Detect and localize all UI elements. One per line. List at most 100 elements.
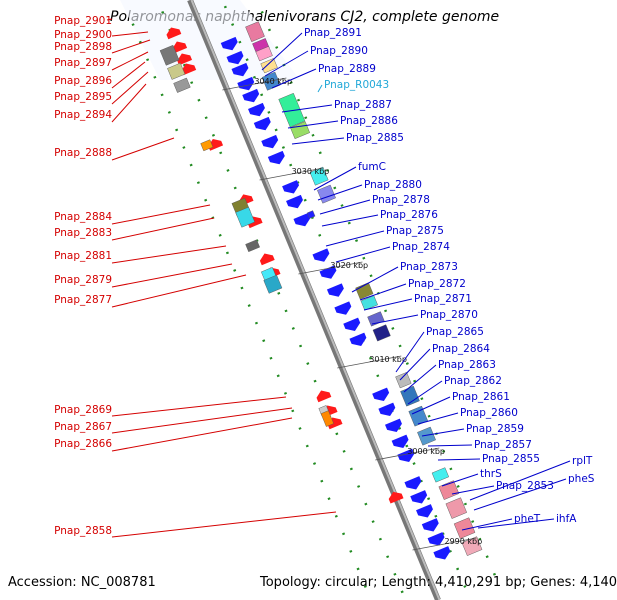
gene-arrow-left [177,53,193,66]
gene-arrow-right [326,283,344,297]
gene-arrow-left [259,253,275,266]
gene-block-left [320,410,334,427]
leader-line-left [111,71,149,105]
kbp-label: 2990 kbp [445,537,483,546]
gene-arrow-right [248,102,265,117]
gene-label-right: Pnap_2865 [426,326,484,338]
gene-arrow-right [261,134,279,149]
gene-label-right: Pnap_2864 [432,343,490,355]
gene-arrow-right [372,387,390,401]
leader-line-right [399,348,431,381]
kbp-tick [259,167,324,181]
gene-arrow-left [388,491,404,504]
kbp-label: 3020 kbp [330,261,368,270]
leader-line-right [271,68,317,89]
leader-line-right [451,485,495,495]
gene-label-left: Pnap_2894 [54,109,112,121]
gene-block-right [372,324,391,342]
leader-line-left [111,217,215,241]
gene-label-left: Pnap_2896 [54,75,112,87]
gene-block-right [431,467,450,483]
gene-block-right [408,405,429,427]
kbp-tick [375,447,440,461]
leader-line-right [261,32,303,71]
gene-label-right: Pnap_2875 [386,225,444,237]
gene-arrow-right [220,36,238,51]
gene-arrow-right [253,116,271,131]
leader-line-right [264,50,309,77]
leader-line-left [111,39,151,54]
gene-arrow-right [349,332,367,346]
gene-block-right [245,21,265,42]
leader-line-left [111,245,227,264]
kbp-label: 3030 kbp [292,167,330,176]
gene-label-right: ihfA [556,513,577,525]
leader-line-right [281,104,333,113]
gene-arrow-right [385,418,402,432]
leader-line-right [317,184,363,201]
leader-line-left [111,31,149,37]
genome-axis-highlight [190,0,441,600]
gene-label-right: Pnap_2886 [340,115,398,127]
gene-label-left: Pnap_2866 [54,438,112,450]
gene-label-right: Pnap_2880 [364,179,422,191]
leader-line-left [111,51,149,71]
gene-block-right [395,372,412,389]
leader-line-left [111,417,293,452]
leader-line-right [317,84,323,93]
leader-line-right [407,380,443,405]
dotted-track-right-outer [255,0,497,577]
kbp-label: 3010 kbp [369,355,407,364]
leader-line-right [321,214,379,227]
gene-block-left [173,77,191,93]
gene-block-right [417,426,436,446]
gene-arrow-right [231,62,249,77]
gene-arrow-right [282,180,300,194]
gene-label-left: Pnap_2898 [54,41,112,53]
leader-line-right [441,473,479,487]
gene-label-right: Pnap_2862 [444,375,502,387]
gene-block-right [306,210,316,219]
gene-arrow-right [391,434,409,448]
genome-summary-text: Topology: circular; Length: 4,410,291 bp… [260,575,617,590]
gene-label-right: Pnap_2874 [392,241,450,253]
gene-label-left: Pnap_2877 [54,294,112,306]
gene-block-right [453,517,476,539]
leader-line-right [421,428,465,437]
gene-arrow-left [172,41,188,54]
gene-label-left: Pnap_2901 [54,15,112,27]
leader-line-right [473,478,567,511]
gene-label-right: Pnap_2887 [334,99,392,111]
gene-label-left: Pnap_2895 [54,91,112,103]
gene-label-left: Pnap_2858 [54,525,112,537]
kbp-label: 3000 kbp [407,447,445,456]
leader-line-left [106,18,113,21]
gene-arrow-right [312,248,330,262]
gene-label-right: thrS [480,468,502,480]
kbp-tick [412,537,477,551]
leader-line-left [111,61,146,89]
leader-line-right [461,518,513,531]
leader-line-left [111,396,287,417]
gene-arrow-right [427,532,445,546]
gene-block-right [260,58,278,74]
leader-line-right [403,364,437,393]
gene-arrow-left [208,139,224,151]
gene-label-right: Pnap_2853 [496,480,554,492]
gene-label-left: Pnap_2867 [54,421,112,433]
gene-label-right: Pnap_2863 [438,359,496,371]
leader-line-left [111,137,175,161]
gene-arrow-right [242,88,260,103]
gene-block-right [317,184,336,204]
gene-block-left [167,62,186,80]
leader-line-left [111,274,247,308]
gene-label-right: Pnap_2855 [482,453,540,465]
gene-block-right [367,311,385,327]
leader-line-right [469,460,571,501]
leader-line-right [313,166,357,191]
gene-label-right: Pnap_2891 [304,27,362,39]
gene-arrow-right [404,476,422,490]
leader-line-left [111,204,211,225]
gene-label-left: Pnap_2869 [54,404,112,416]
